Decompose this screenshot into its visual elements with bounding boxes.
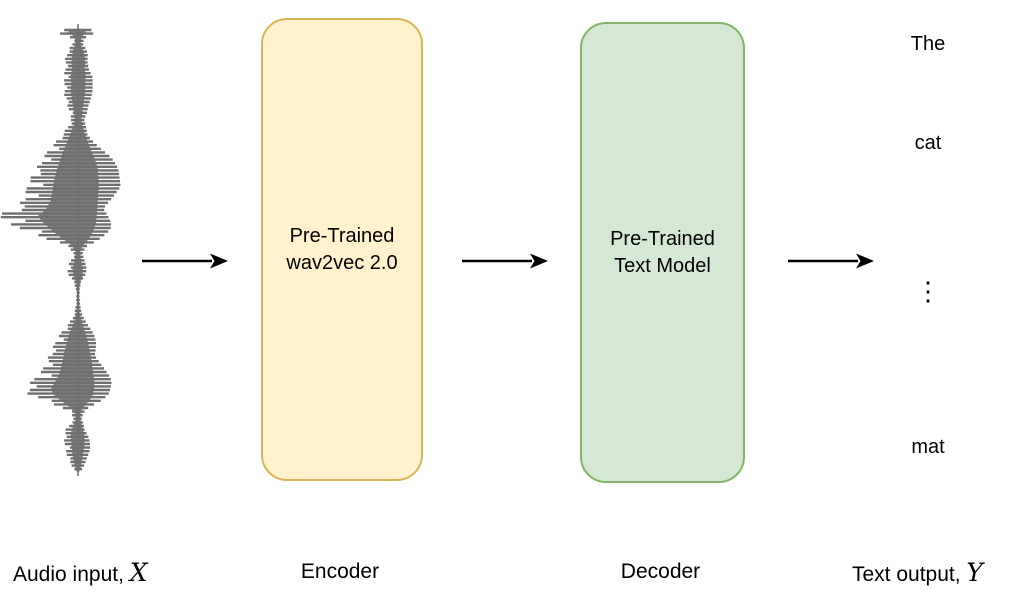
script-x-symbol: X	[129, 558, 148, 587]
caption-audio-input: Audio input, X	[13, 560, 148, 587]
output-ellipsis: ⋮	[915, 276, 941, 306]
script-y-symbol: Y	[966, 558, 983, 587]
encoder-box-label-line1: Pre-Trained	[289, 224, 395, 247]
encoder-box-label-line2: wav2vec 2.0	[286, 251, 398, 274]
output-word-mat: mat	[911, 436, 945, 458]
output-word-cat: cat	[914, 132, 942, 154]
caption-decoder: Decoder	[620, 560, 701, 583]
encoder-box: Pre-Trained wav2vec 2.0	[261, 18, 423, 481]
arrow-input-to-encoder-icon	[142, 253, 228, 269]
audio-waveform	[0, 12, 165, 482]
caption-encoder: Encoder	[300, 560, 380, 583]
caption-audio-input-text: Audio input,	[13, 563, 124, 586]
caption-text-output: Text output, Y	[852, 560, 983, 587]
caption-text-output-text: Text output,	[852, 563, 961, 586]
decoder-box-label: Pre-Trained Text Model	[610, 226, 715, 280]
decoder-box-label-line2: Text Model	[614, 254, 711, 277]
arrow-decoder-to-output-icon	[788, 253, 874, 269]
decoder-box-label-line1: Pre-Trained	[610, 227, 715, 250]
arrow-encoder-to-decoder-icon	[462, 253, 548, 269]
encoder-box-label: Pre-Trained wav2vec 2.0	[286, 223, 397, 277]
output-word-the: The	[910, 33, 946, 55]
decoder-box: Pre-Trained Text Model	[580, 22, 745, 483]
